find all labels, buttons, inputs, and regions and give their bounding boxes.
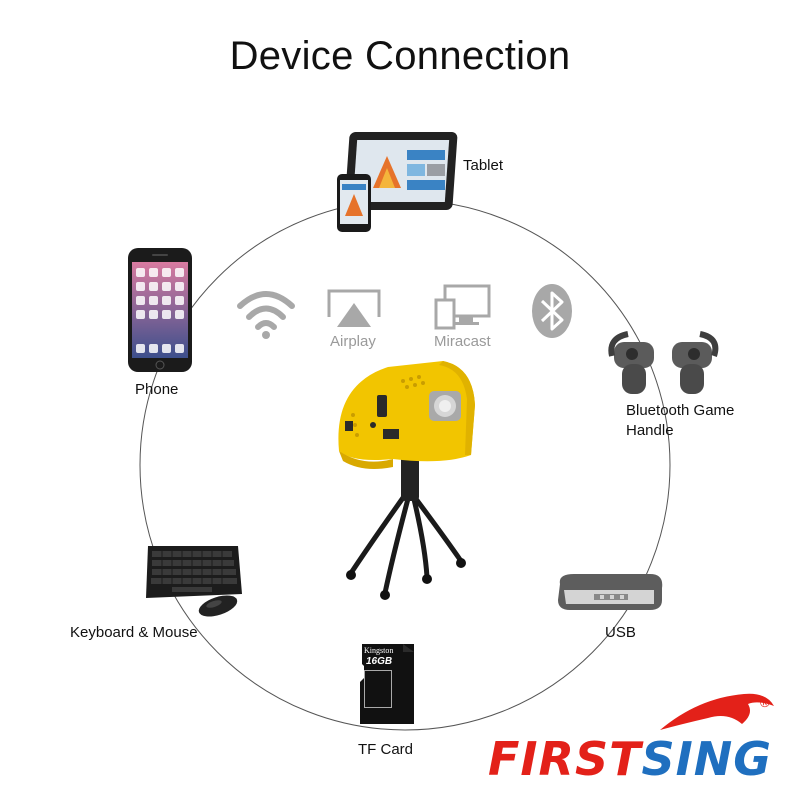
page-title: Device Connection	[229, 34, 571, 78]
keyboard-mouse-icon	[146, 546, 242, 617]
microsd-logo-icon	[364, 670, 392, 708]
tf-card-brand: Kingston	[364, 646, 394, 655]
brand-swoosh-icon	[660, 693, 774, 730]
usb-icon	[558, 574, 663, 610]
wifi-icon	[237, 291, 295, 339]
brand-sing: SING	[641, 732, 772, 786]
projector-icon	[338, 361, 475, 600]
brand-first: FIRST	[488, 732, 642, 786]
airplay-label: Airplay	[330, 333, 376, 350]
game-handle-label-line1: Bluetooth Game	[626, 402, 735, 419]
tablet-icon	[337, 132, 458, 232]
game-handle-icon	[608, 331, 719, 394]
tablet-label: Tablet	[463, 157, 504, 174]
airplay-icon	[327, 289, 381, 327]
tf-card-capacity: 16GB	[366, 656, 393, 667]
phone-icon	[128, 248, 192, 372]
registered-mark: ®	[760, 695, 770, 710]
game-handle-label-line2: Handle	[626, 422, 674, 439]
usb-label: USB	[605, 624, 636, 641]
keyboard-mouse-label: Keyboard & Mouse	[70, 624, 198, 641]
bluetooth-icon	[532, 284, 572, 338]
miracast-icon	[434, 284, 491, 330]
miracast-label: Miracast	[434, 333, 491, 350]
phone-label: Phone	[135, 381, 179, 398]
tf-card-label: TF Card	[358, 741, 414, 758]
brand-logo: FIRSTSING	[488, 732, 772, 786]
tf-card-icon: Kingston 16GB	[358, 642, 418, 724]
